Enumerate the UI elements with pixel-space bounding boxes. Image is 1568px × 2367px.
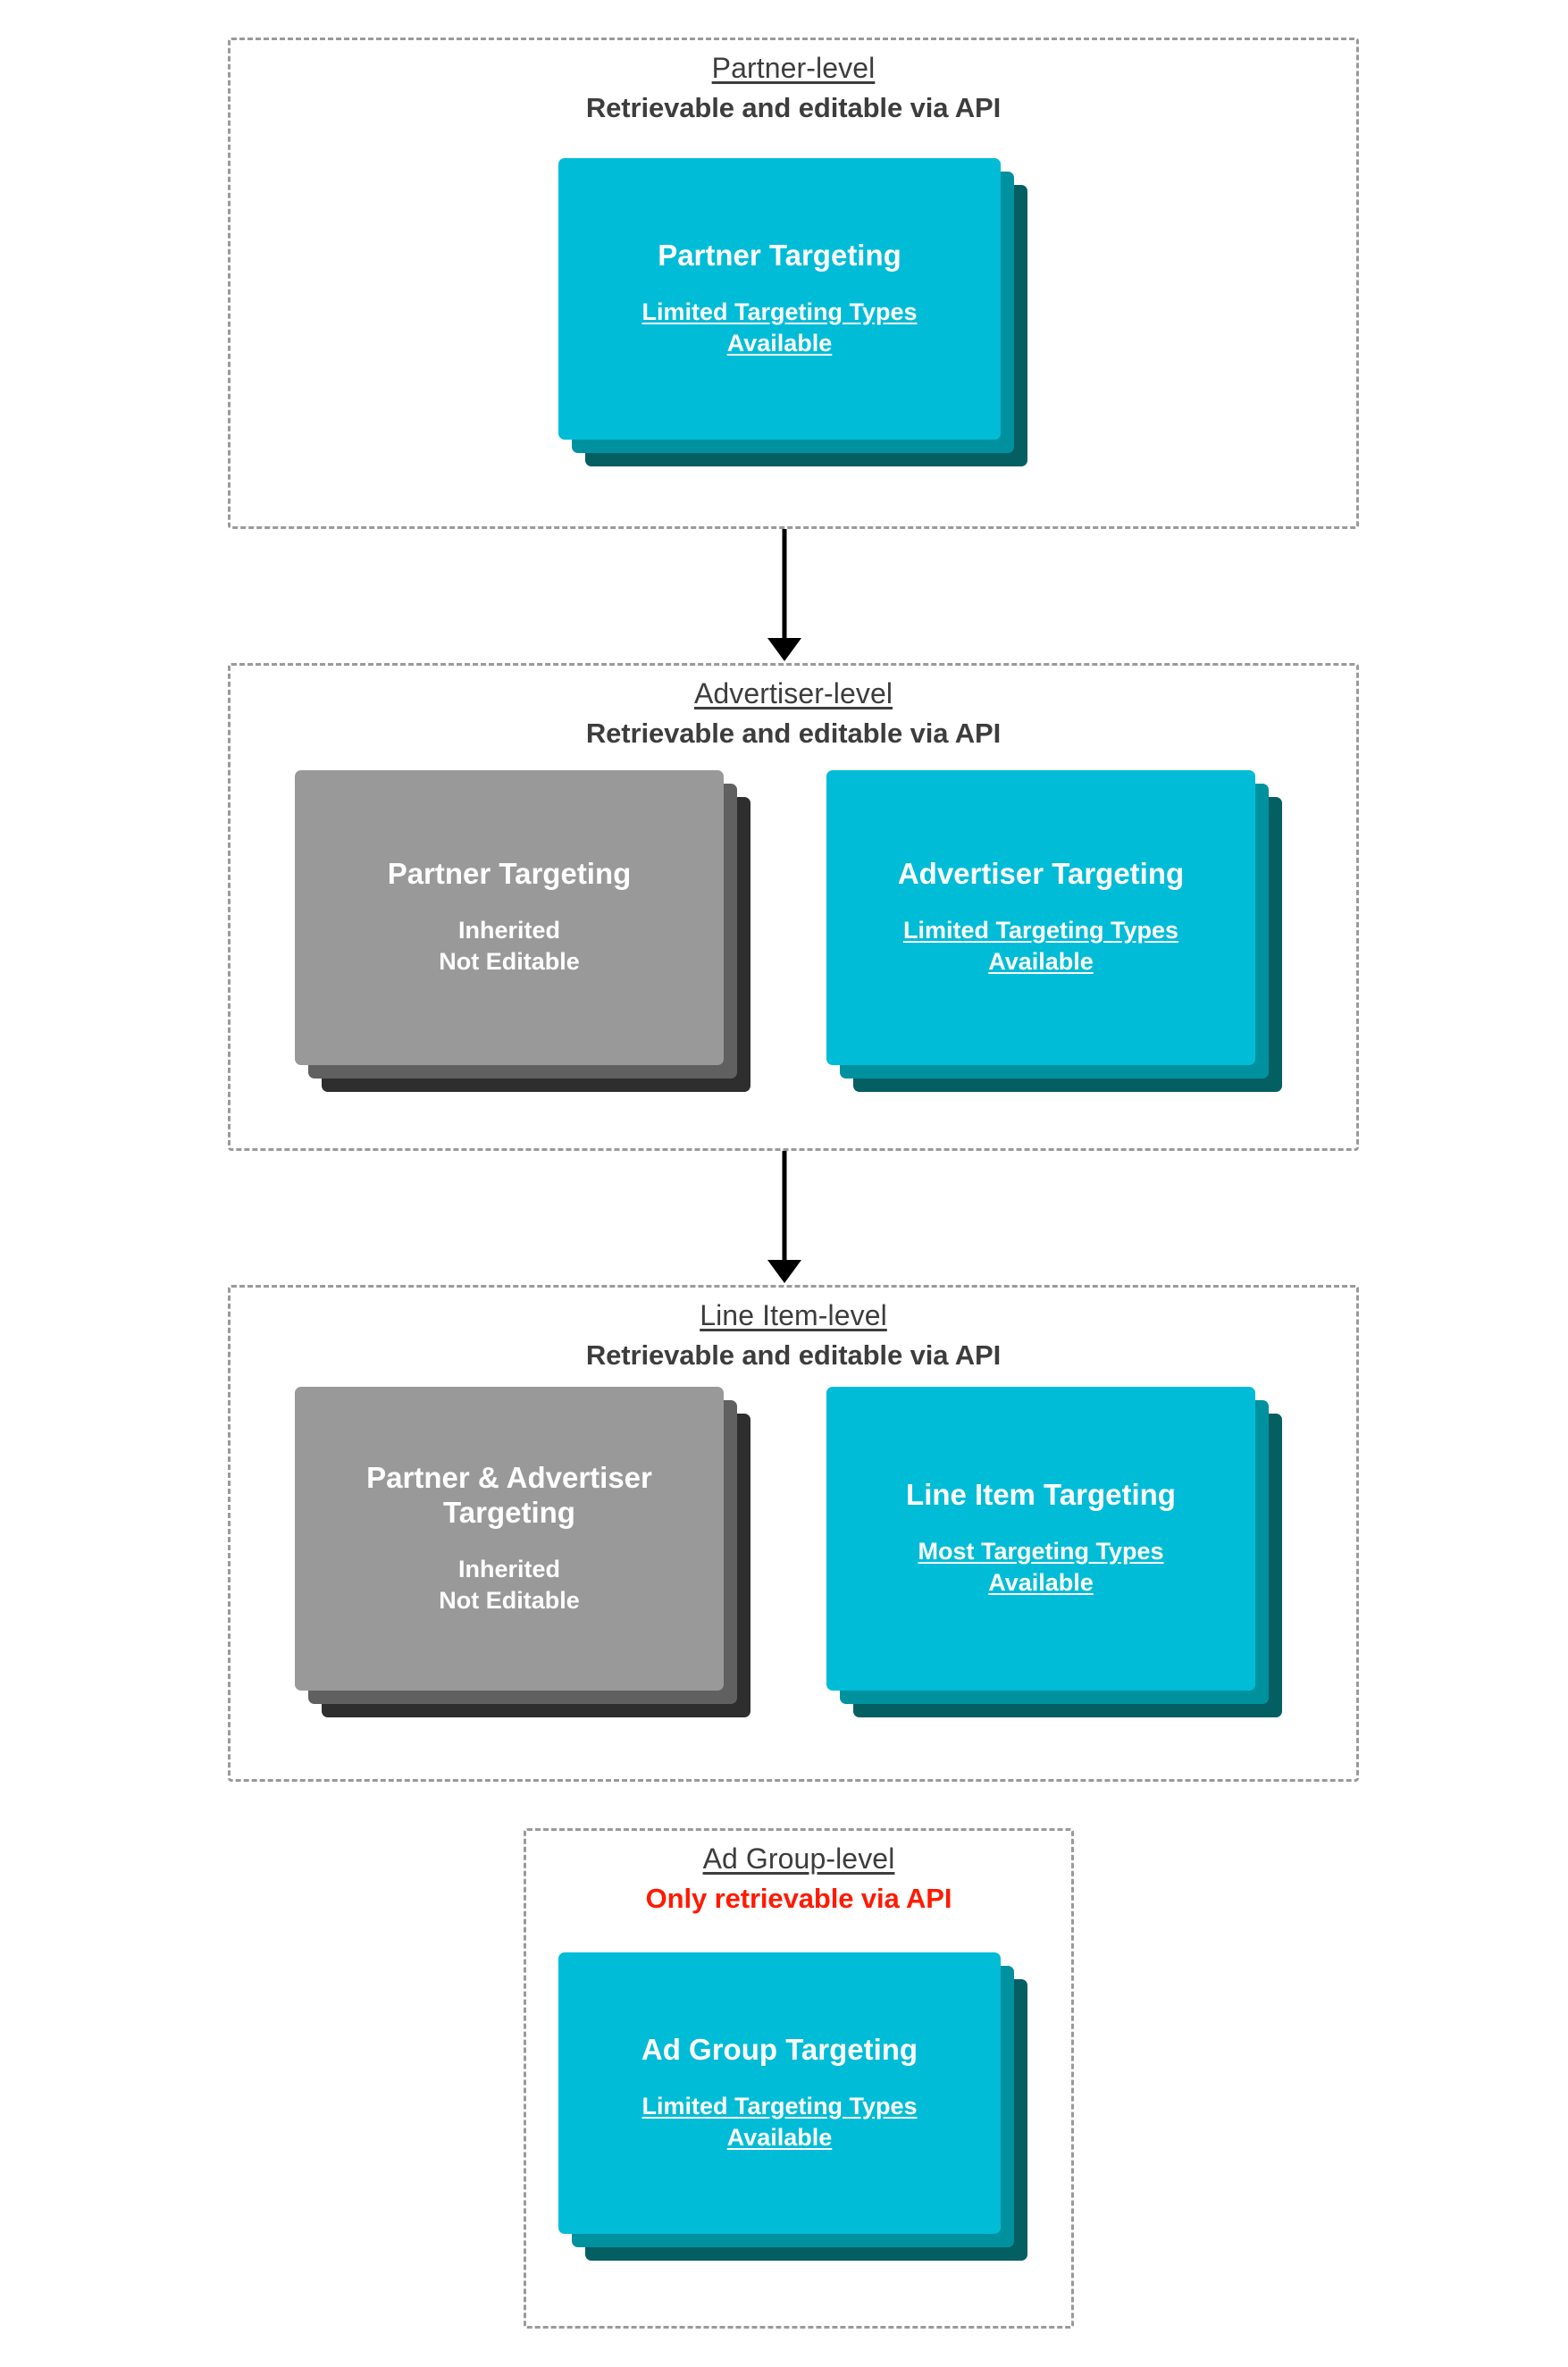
card-stack-partner-targeting-inherited[interactable]: Partner Targeting Inherited Not Editable <box>295 770 764 1119</box>
card-title-advertiser-targeting: Advertiser Targeting <box>897 857 1185 891</box>
level-container-line-item <box>228 1285 1359 1782</box>
arrow-shaft <box>782 529 787 640</box>
arrow-head-icon <box>767 1260 801 1283</box>
card-subtitle-line-2: Available <box>988 1569 1094 1597</box>
card-subtitle-line-1: Most Targeting Types <box>918 1538 1164 1565</box>
card-title-partner-targeting: Partner Targeting <box>658 238 901 272</box>
card-subtitle-line-2: Available <box>726 2123 833 2151</box>
card-title-ad-group-targeting: Ad Group Targeting <box>641 2032 918 2066</box>
arrow-shaft <box>782 1151 787 1262</box>
arrow-partner-to-advertiser <box>758 529 811 663</box>
card-subtitle-line-2: Not Editable <box>439 948 580 976</box>
card-subtitle-line-1: Limited Targeting Types <box>902 917 1179 944</box>
card-subtitle-line-2: Available <box>726 329 833 357</box>
card-subtitle-line-1: Limited Targeting Types <box>641 2092 918 2119</box>
card-subtitle-advertiser-targeting: Limited Targeting Types Available <box>891 915 1191 978</box>
card-subtitle-partner-targeting-inherited: Inherited Not Editable <box>426 915 592 978</box>
card-layer-front: Ad Group Targeting Limited Targeting Typ… <box>558 1952 1001 2234</box>
card-layer-front: Line Item Targeting Most Targeting Types… <box>826 1387 1255 1691</box>
card-subtitle-ad-group-targeting: Limited Targeting Types Available <box>629 2091 929 2153</box>
card-subtitle-partner-targeting: Limited Targeting Types Available <box>629 297 929 359</box>
card-subtitle-partner-advertiser-targeting: Inherited Not Editable <box>426 1554 592 1616</box>
arrow-head-icon <box>767 638 801 661</box>
card-subtitle-line-item-targeting: Most Targeting Types Available <box>905 1536 1176 1599</box>
arrow-advertiser-to-line-item <box>758 1151 811 1285</box>
card-subtitle-line-2: Available <box>988 948 1094 976</box>
card-title-partner-targeting-inherited: Partner Targeting <box>387 857 632 891</box>
card-subtitle-line-1: Limited Targeting Types <box>641 298 918 325</box>
card-layer-front: Advertiser Targeting Limited Targeting T… <box>826 770 1255 1065</box>
card-layer-front: Partner Targeting Inherited Not Editable <box>295 770 724 1065</box>
card-stack-ad-group-targeting[interactable]: Ad Group Targeting Limited Targeting Typ… <box>558 1952 1027 2261</box>
card-layer-front: Partner Targeting Limited Targeting Type… <box>558 158 1001 440</box>
card-layer-front: Partner & Advertiser Targeting Inherited… <box>295 1387 724 1691</box>
card-title-line-item-targeting: Line Item Targeting <box>906 1478 1176 1512</box>
card-subtitle-line-1: Inherited <box>457 1555 560 1582</box>
card-title-partner-advertiser-targeting: Partner & Advertiser Targeting <box>366 1460 652 1529</box>
level-container-partner <box>228 38 1359 529</box>
card-subtitle-line-1: Inherited <box>457 917 560 944</box>
card-stack-line-item-targeting[interactable]: Line Item Targeting Most Targeting Types… <box>826 1387 1295 1744</box>
card-subtitle-line-2: Not Editable <box>439 1586 580 1614</box>
card-stack-advertiser-targeting[interactable]: Advertiser Targeting Limited Targeting T… <box>826 770 1295 1119</box>
level-container-advertiser <box>228 663 1359 1151</box>
level-container-ad-group <box>524 1828 1074 2329</box>
card-stack-partner-targeting[interactable]: Partner Targeting Limited Targeting Type… <box>558 158 1027 466</box>
card-stack-partner-advertiser-targeting-inherited[interactable]: Partner & Advertiser Targeting Inherited… <box>295 1387 764 1744</box>
